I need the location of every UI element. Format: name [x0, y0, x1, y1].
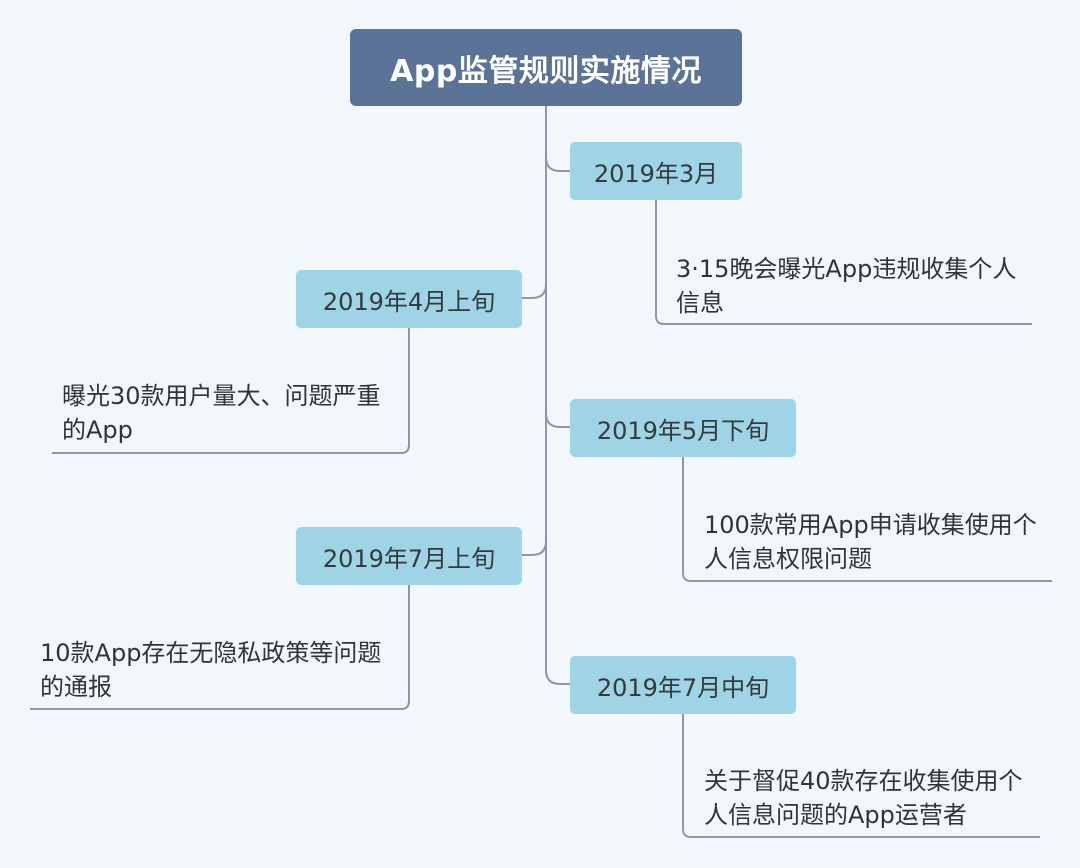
branch-line-2019-5: [545, 412, 570, 428]
leaf-line-2019-4: [52, 327, 410, 454]
leaf-line-2019-3: [655, 200, 1032, 325]
leaf-line-2019-5: [682, 456, 1052, 582]
description-2019-05-late: 100款常用App申请收集使用个人信息权限问题: [704, 511, 1037, 573]
description-2019-07-mid: 关于督促40款存在收集使用个人信息问题的App运营者: [704, 767, 1023, 829]
leaf-line-2019-7a: [30, 584, 410, 710]
description-2019-07-early: 10款App存在无隐私政策等问题的通报: [40, 639, 382, 701]
branch-line-2019-4: [522, 283, 547, 299]
date-node-2019-04-early[interactable]: 2019年4月上旬: [296, 270, 522, 328]
branch-line-2019-7a: [522, 540, 547, 556]
root-topic[interactable]: App监管规则实施情况: [350, 29, 742, 106]
date-node-2019-03[interactable]: 2019年3月: [570, 142, 742, 200]
branch-line-2019-3: [545, 156, 570, 172]
leaf-line-2019-7b: [682, 713, 1040, 838]
date-node-2019-07-early[interactable]: 2019年7月上旬: [296, 527, 522, 585]
description-2019-04-early: 曝光30款用户量大、问题严重的App: [62, 382, 381, 444]
description-2019-03: 3·15晚会曝光App违规收集个人信息: [676, 255, 1017, 317]
date-node-2019-05-late[interactable]: 2019年5月下旬: [570, 399, 796, 457]
spine-line: [545, 106, 570, 685]
date-node-2019-07-mid[interactable]: 2019年7月中旬: [570, 656, 796, 714]
